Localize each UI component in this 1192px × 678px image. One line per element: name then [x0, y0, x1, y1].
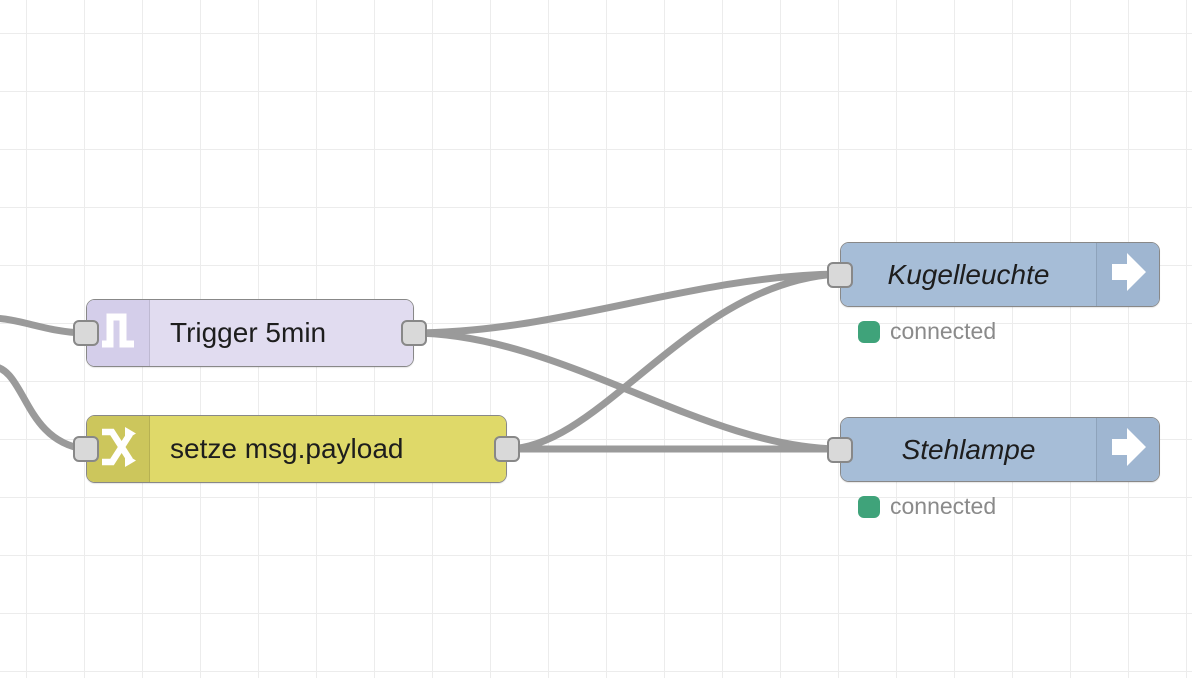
node-kugelleuchte-label: Kugelleuchte — [887, 258, 1050, 290]
node-kugelleuchte-input-port[interactable] — [827, 261, 853, 288]
node-change-inner: setze msg.payload — [87, 416, 506, 482]
square-pulse-icon — [101, 312, 135, 355]
node-stehlampe-input-port[interactable] — [827, 436, 853, 463]
node-trigger-inner: Trigger 5min — [87, 300, 413, 366]
status-text-kugelleuchte: connected — [890, 318, 997, 344]
right-arrow-icon — [1108, 251, 1148, 298]
node-trigger-output-port[interactable] — [401, 320, 427, 346]
node-stehlampe[interactable]: Stehlampe — [827, 417, 1160, 482]
shuffle-arrows-icon — [99, 426, 137, 472]
wire-incoming-to-trigger — [0, 315, 88, 337]
node-stehlampe-inner: Stehlampe — [841, 418, 1159, 481]
node-trigger[interactable]: Trigger 5min — [73, 299, 427, 367]
status-dot-connected-stehlampe — [858, 495, 880, 518]
node-kugelleuchte-icon-strip — [1096, 243, 1159, 306]
wire-incoming-to-change — [0, 364, 88, 453]
status-text-stehlampe: connected — [890, 493, 997, 519]
right-arrow-icon — [1108, 426, 1148, 473]
node-change-input-port[interactable] — [73, 436, 99, 462]
node-change-label: setze msg.payload — [170, 433, 404, 464]
node-change-output-port[interactable] — [494, 436, 520, 462]
node-kugelleuchte-inner: Kugelleuchte — [841, 243, 1159, 306]
node-stehlampe-label: Stehlampe — [901, 433, 1036, 465]
node-trigger-input-port[interactable] — [73, 320, 99, 346]
wire-trigger-to-kugelleuchte — [408, 270, 842, 337]
node-stehlampe-status: connected — [858, 493, 996, 520]
node-kugelleuchte-status: connected — [858, 318, 996, 345]
node-trigger-label: Trigger 5min — [170, 317, 327, 348]
status-dot-connected-kugelleuchte — [858, 320, 880, 343]
node-stehlampe-icon-strip — [1096, 418, 1159, 481]
node-change[interactable]: setze msg.payload — [73, 415, 520, 483]
node-kugelleuchte[interactable]: Kugelleuchte — [827, 242, 1160, 307]
wire-change-to-kugelleuchte — [501, 270, 842, 453]
